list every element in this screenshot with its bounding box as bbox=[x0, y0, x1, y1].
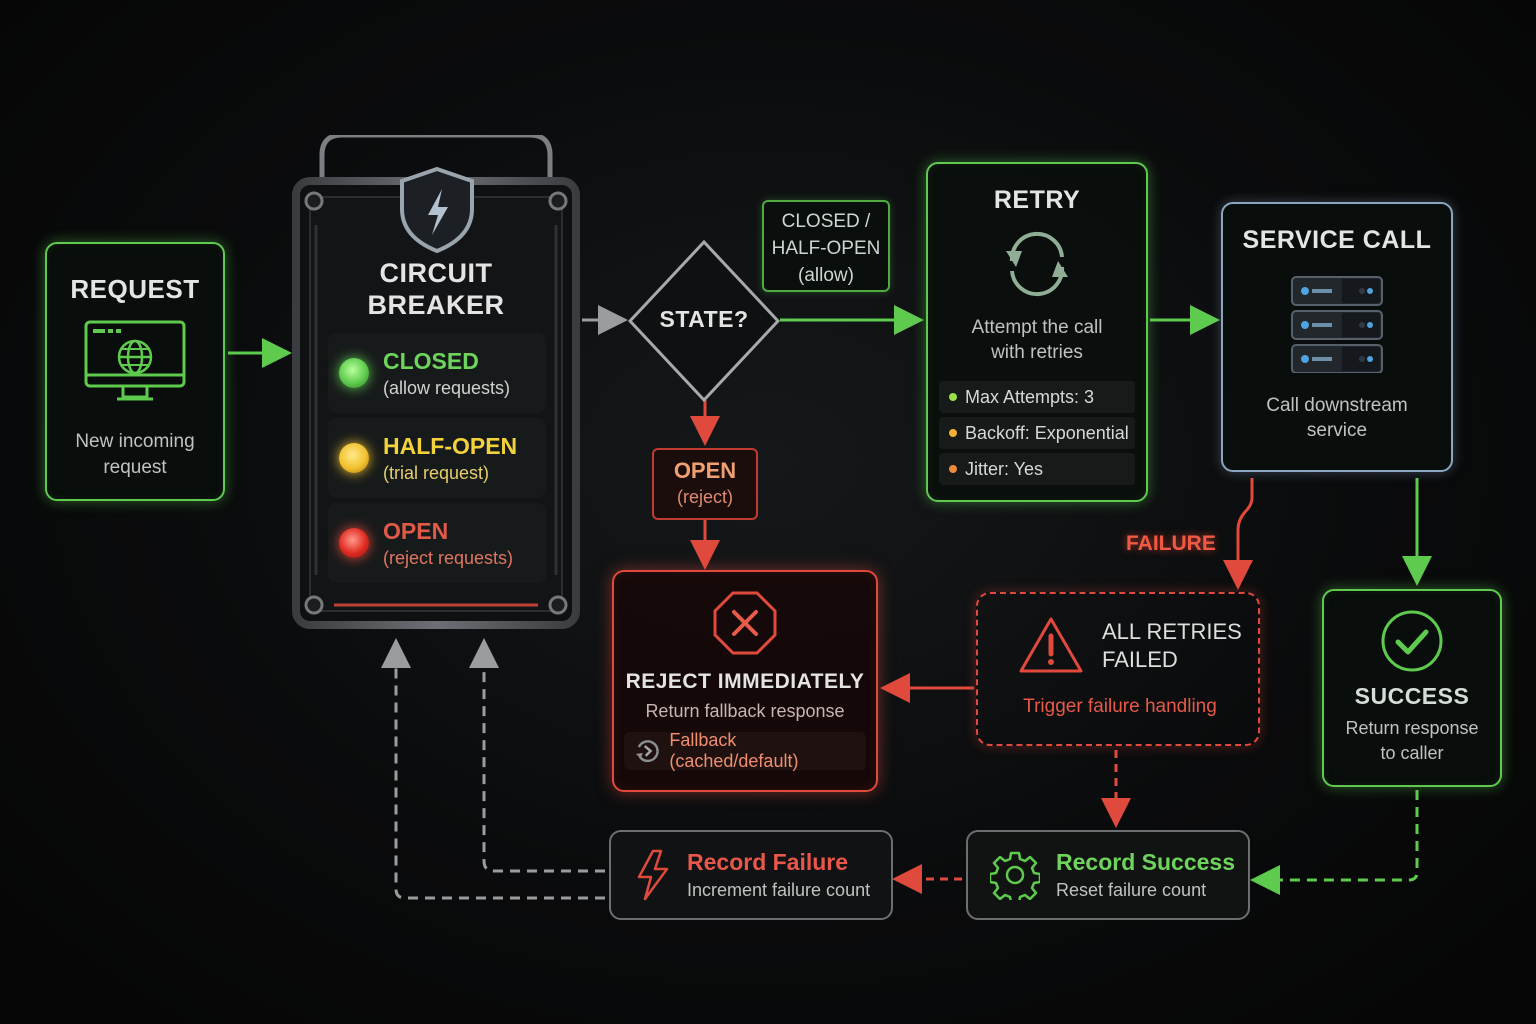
state-desc: (allow requests) bbox=[383, 377, 511, 398]
fallback-chip: Fallback (cached/default) bbox=[624, 730, 866, 771]
record-success-subtitle: Reset failure count bbox=[1056, 880, 1207, 900]
success-title: SUCCESS bbox=[1354, 683, 1470, 709]
open-line-2: (reject) bbox=[676, 487, 733, 507]
allow-branch-label: CLOSED / HALF-OPEN (allow) bbox=[762, 200, 890, 292]
bullet-dot bbox=[949, 429, 957, 437]
service-title: SERVICE CALL bbox=[1242, 226, 1432, 254]
open-branch-label: OPEN (reject) bbox=[652, 448, 758, 520]
request-node: REQUEST New incoming request bbox=[45, 242, 225, 501]
setting-text: Max Attempts: 3 bbox=[965, 386, 1095, 407]
state-label: HALF-OPEN bbox=[383, 432, 518, 459]
arrow-feedback-inner bbox=[469, 638, 605, 873]
status-light-yellow bbox=[339, 443, 369, 473]
allow-line-2: HALF-OPEN bbox=[771, 238, 881, 259]
bullet-dot bbox=[949, 465, 957, 473]
gear-icon bbox=[990, 851, 1040, 900]
state-label: OPEN bbox=[383, 517, 449, 544]
service-desc-2: service bbox=[1306, 420, 1368, 441]
state-closed: CLOSED (allow requests) bbox=[328, 333, 546, 413]
fallback-cycle-icon bbox=[635, 740, 659, 763]
retry-setting-backoff: Backoff: Exponential bbox=[939, 417, 1135, 449]
server-stack-icon bbox=[1291, 276, 1383, 373]
shield-lightning-icon bbox=[400, 166, 474, 254]
record-failure-node: Record Failure Increment failure count bbox=[609, 830, 893, 920]
failed-title-1: ALL RETRIES bbox=[1102, 619, 1242, 644]
breaker-title-2: BREAKER bbox=[367, 290, 505, 320]
failure-label: FAILURE bbox=[1126, 532, 1216, 555]
record-success-node: Record Success Reset failure count bbox=[966, 830, 1250, 920]
decision-label: STATE? bbox=[659, 306, 749, 332]
success-node: SUCCESS Return response to caller bbox=[1322, 589, 1502, 787]
retry-setting-max-attempts: Max Attempts: 3 bbox=[939, 381, 1135, 413]
record-success-title: Record Success bbox=[1056, 849, 1235, 875]
state-half-open: HALF-OPEN (trial request) bbox=[328, 418, 546, 498]
retry-desc-2: with retries bbox=[991, 342, 1083, 363]
open-line-1: OPEN bbox=[673, 458, 737, 483]
retry-title: RETRY bbox=[993, 186, 1081, 214]
warning-triangle-icon bbox=[1019, 617, 1083, 673]
status-light-green bbox=[339, 358, 369, 388]
failed-subtitle: Trigger failure handling bbox=[1023, 696, 1217, 717]
reject-subtitle: Return fallback response bbox=[645, 701, 845, 721]
record-failure-subtitle: Increment failure count bbox=[687, 880, 871, 900]
all-retries-failed-node: ALL RETRIES FAILED Trigger failure handl… bbox=[976, 592, 1260, 746]
setting-text: Backoff: Exponential bbox=[965, 422, 1129, 443]
state-decision-diamond bbox=[628, 240, 780, 402]
reject-node: REJECT IMMEDIATELY Return fallback respo… bbox=[612, 570, 878, 792]
state-desc: (reject requests) bbox=[383, 547, 514, 568]
retry-node: RETRY Attempt the call with retries Max … bbox=[926, 162, 1148, 502]
service-call-node: SERVICE CALL Call downstream service bbox=[1221, 202, 1453, 472]
lightning-icon bbox=[637, 849, 669, 901]
x-octagon-icon bbox=[713, 591, 777, 655]
arrow-feedback-outer bbox=[381, 638, 605, 900]
state-desc: (trial request) bbox=[383, 462, 490, 483]
arrow-success-to-record bbox=[1250, 790, 1419, 895]
retry-setting-jitter: Jitter: Yes bbox=[939, 453, 1135, 485]
record-failure-title: Record Failure bbox=[687, 849, 849, 875]
monitor-globe-icon bbox=[84, 320, 186, 401]
arrow-service-to-failed bbox=[1223, 478, 1254, 590]
state-label: CLOSED bbox=[383, 347, 479, 374]
breaker-title-1: CIRCUIT bbox=[379, 258, 493, 288]
bullet-dot bbox=[949, 393, 957, 401]
allow-line-1: CLOSED / bbox=[781, 211, 871, 232]
refresh-icon bbox=[1006, 231, 1068, 297]
status-light-red bbox=[339, 528, 369, 558]
service-desc-1: Call downstream bbox=[1266, 395, 1408, 416]
request-subtitle-2: request bbox=[103, 457, 167, 478]
request-title: REQUEST bbox=[70, 274, 200, 304]
check-circle-icon bbox=[1381, 610, 1443, 672]
reject-title: REJECT IMMEDIATELY bbox=[625, 670, 865, 693]
request-subtitle-1: New incoming bbox=[75, 431, 195, 452]
retry-settings: Max Attempts: 3 Backoff: Exponential Jit… bbox=[939, 381, 1135, 485]
setting-text: Jitter: Yes bbox=[965, 458, 1044, 479]
failed-title-2: FAILED bbox=[1102, 647, 1178, 672]
retry-desc-1: Attempt the call bbox=[971, 317, 1103, 338]
success-desc-1: Return response bbox=[1345, 718, 1479, 738]
circuit-breaker-panel: CIRCUIT BREAKER CLOSED (allow requests) … bbox=[292, 135, 580, 629]
allow-line-3: (allow) bbox=[798, 265, 854, 286]
breaker-state-list: CLOSED (allow requests) HALF-OPEN (trial… bbox=[328, 333, 546, 583]
success-desc-2: to caller bbox=[1380, 743, 1444, 763]
fallback-text: Fallback (cached/default) bbox=[669, 730, 799, 771]
state-open: OPEN (reject requests) bbox=[328, 503, 546, 583]
